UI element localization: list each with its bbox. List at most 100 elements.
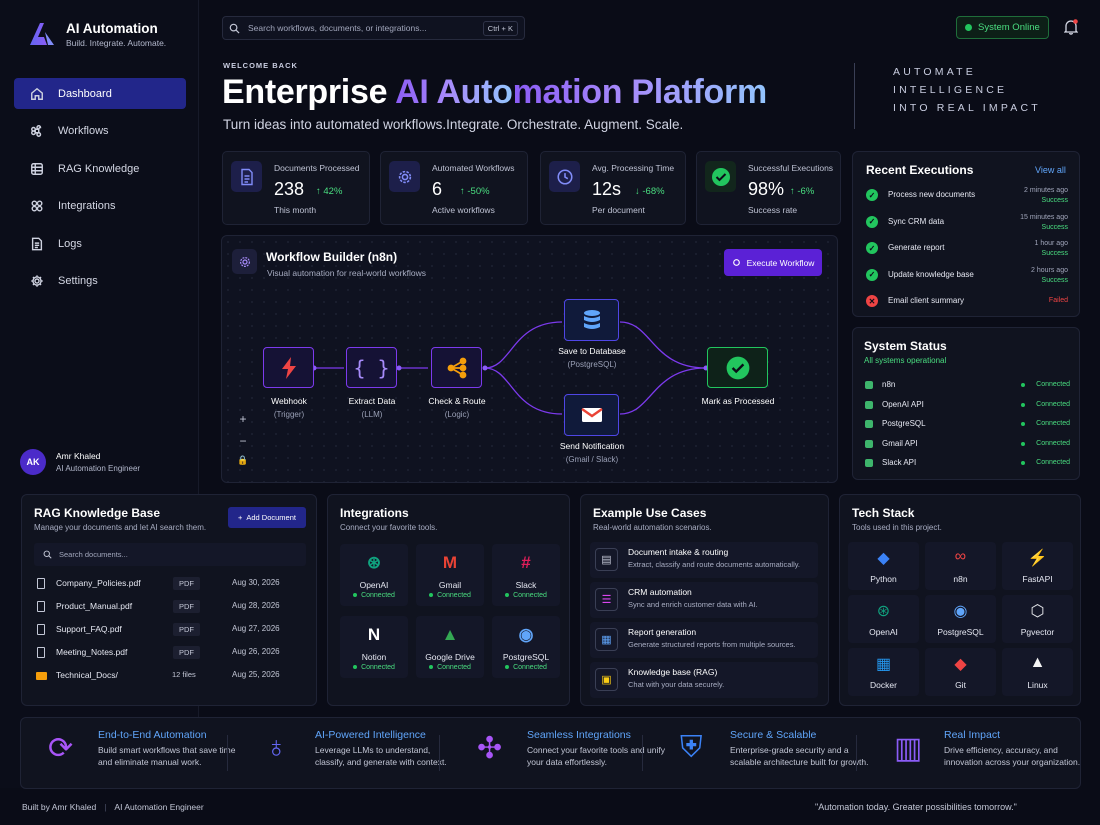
document-search[interactable]: Search documents...: [34, 543, 306, 566]
feature-icon: ⛨: [680, 731, 703, 764]
stat-delta: ↑ -6%: [790, 186, 815, 197]
linux-icon: ▲: [1029, 654, 1046, 671]
tech-tile-python[interactable]: ◆Python: [848, 542, 919, 590]
integrations-panel: Integrations Connect your favorite tools…: [327, 494, 570, 706]
sidebar-item-logs[interactable]: Logs: [14, 228, 186, 259]
workflow-node-route[interactable]: [431, 347, 482, 388]
docker-icon: ▦: [875, 656, 892, 673]
search-input[interactable]: Search workflows, documents, or integrat…: [248, 23, 427, 33]
zoom-out-button[interactable]: −: [239, 434, 247, 448]
feature-icon: ▥: [894, 732, 923, 765]
integration-status: Connected: [340, 592, 408, 599]
use-case-title: Report generation: [628, 627, 697, 637]
tech-stack-panel: Tech Stack Tools used in this project. ◆…: [839, 494, 1081, 706]
sidebar-item-dashboard[interactable]: Dashboard: [14, 78, 186, 109]
workflow-node-webhook[interactable]: [263, 347, 314, 388]
sidebar-item-workflows[interactable]: Workflows: [14, 116, 186, 147]
stat-card-success[interactable]: Successful Executions 98% ↑ -6% Success …: [696, 151, 841, 225]
workflow-node-extract[interactable]: { }: [346, 347, 397, 388]
status-dot-icon: [505, 593, 510, 598]
add-document-button[interactable]: +Add Document: [228, 507, 306, 528]
tech-tile-postgresql[interactable]: ◉PostgreSQL: [925, 595, 996, 643]
footer-author: Built by Amr Khaled: [22, 802, 97, 812]
file-date: Aug 30, 2026: [232, 578, 280, 587]
app-logo[interactable]: AI Automation Build. Integrate. Automate…: [28, 20, 166, 48]
tech-name: FastAPI: [1022, 574, 1053, 584]
footer-role: AI Automation Engineer: [114, 802, 204, 812]
use-case-item[interactable]: ▣Knowledge base (RAG)Chat with your data…: [590, 662, 818, 698]
integration-name: PostgreSQL: [502, 652, 550, 662]
node-name: Save to Database: [558, 346, 626, 356]
lock-icon[interactable]: 🔒: [237, 455, 249, 465]
document-search-input[interactable]: Search documents...: [59, 550, 128, 559]
sidebar-item-rag-knowledge[interactable]: RAG Knowledge: [14, 153, 186, 184]
tech-tile-n8n[interactable]: ∞n8n: [925, 542, 996, 590]
openai-icon: ⊛: [876, 603, 891, 620]
status-text: System Online: [978, 22, 1040, 33]
view-all-link[interactable]: View all: [1035, 165, 1066, 175]
branch-icon: [447, 357, 466, 378]
service-status: Connected: [1036, 400, 1070, 408]
node-label: Check & Route(Logic): [402, 396, 512, 419]
user-profile[interactable]: AK Amr Khaled AI Automation Engineer: [20, 449, 140, 475]
gmail-icon: [580, 408, 603, 422]
workflow-node-notification[interactable]: [564, 394, 619, 436]
feature-desc: Drive efficiency, accuracy, and innovati…: [944, 745, 1081, 767]
workflow-node-processed[interactable]: [707, 347, 768, 388]
stat-card-workflows[interactable]: Automated Workflows 6 ↑ -50% Active work…: [380, 151, 528, 225]
tech-tile-fastapi[interactable]: ⚡FastAPI: [1002, 542, 1073, 590]
tech-name: Linux: [1027, 680, 1048, 690]
stat-card-documents[interactable]: Documents Processed 238 ↑ 42% This month: [222, 151, 370, 225]
command-icon: [31, 125, 42, 137]
integration-status: Connected: [416, 664, 484, 671]
tech-tile-git[interactable]: ◆Git: [925, 648, 996, 696]
zoom-in-button[interactable]: +: [239, 412, 247, 426]
stat-card-processing-time[interactable]: Avg. Processing Time 12s ↓ -68% Per docu…: [540, 151, 686, 225]
bell-icon[interactable]: [1064, 19, 1078, 35]
sidebar-item-integrations[interactable]: Integrations: [14, 191, 186, 222]
service-icon: [865, 439, 873, 448]
integration-status-text: Connected: [361, 592, 395, 599]
tech-title: Tech Stack: [852, 506, 915, 520]
search-bar[interactable]: Search workflows, documents, or integrat…: [222, 16, 525, 40]
success-check-icon: ✓: [866, 268, 878, 281]
system-status-badge[interactable]: System Online: [956, 16, 1049, 39]
tech-tile-openai[interactable]: ⊛OpenAI: [848, 595, 919, 643]
workflow-node-database[interactable]: [564, 299, 619, 341]
tech-tile-docker[interactable]: ▦Docker: [848, 648, 919, 696]
sidebar-nav: Dashboard Workflows RAG Knowledge Integr…: [14, 78, 186, 303]
use-case-icon: ▦: [595, 628, 618, 651]
tech-tile-pgvector[interactable]: ⬡Pgvector: [1002, 595, 1073, 643]
feature-title: Real Impact: [944, 729, 1001, 741]
feature-icon: ⟳: [48, 732, 74, 765]
tech-tile-linux[interactable]: ▲ Linux: [1002, 648, 1073, 696]
sidebar-item-settings[interactable]: Settings: [14, 266, 186, 297]
node-name: Send Notification: [559, 441, 625, 451]
stat-delta-value: -50%: [467, 186, 490, 197]
execute-workflow-button[interactable]: Execute Workflow: [724, 249, 822, 276]
